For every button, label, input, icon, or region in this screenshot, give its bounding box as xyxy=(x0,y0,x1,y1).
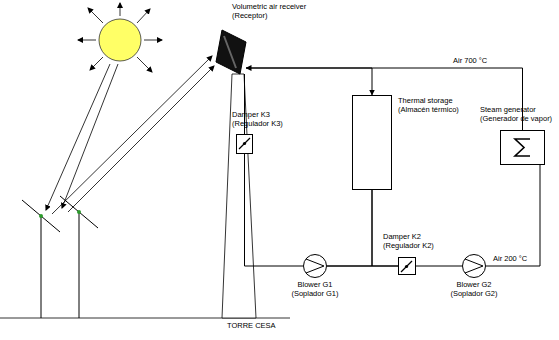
damper-symbol: Damper K3 (Regulador K3) xyxy=(236,134,253,154)
air-duct xyxy=(245,154,304,266)
tower-name: TORRE CESA xyxy=(226,322,277,331)
air-duct xyxy=(246,68,372,95)
heliostats xyxy=(22,196,98,318)
component-label: Blower G1 (Soplador G1) xyxy=(287,281,343,298)
temperature-label: Air 700 °C xyxy=(452,57,488,66)
blower-symbol: Blower G2 (Soplador G2) xyxy=(462,254,486,278)
air-duct xyxy=(372,190,398,266)
receiver-node: Volumetric air receiver (Receptor) xyxy=(216,30,246,74)
component-label: Damper K3 (Regulador K3) xyxy=(232,111,290,128)
steam-generator-box-outline xyxy=(500,130,545,165)
component-label: Volumetric air receiver (Receptor) xyxy=(232,3,322,20)
component-label: Thermal storage (Almacén térmico) xyxy=(398,97,470,114)
temperature-label: Air 200 °C xyxy=(492,255,528,264)
storage-box: Thermal storage (Almacén térmico) xyxy=(352,95,392,190)
blower-symbol-outline xyxy=(462,254,486,278)
damper-symbol-outline xyxy=(236,134,253,154)
component-label: Damper K2 (Regulador K2) xyxy=(383,233,441,250)
sun-rays xyxy=(46,56,214,214)
air-duct xyxy=(416,266,462,267)
heliostat-pivot xyxy=(39,214,43,218)
damper-symbol: Damper K2 (Regulador K2) xyxy=(398,257,416,275)
blower-symbol-outline xyxy=(303,254,327,278)
sun xyxy=(78,3,162,72)
steam-generator-box: Steam generator (Generador de vapor) xyxy=(500,130,545,165)
receiver-node-outline xyxy=(216,30,246,74)
blower-symbol: Blower G1 (Soplador G1) xyxy=(303,254,327,278)
air-duct xyxy=(327,266,398,267)
storage-box-outline xyxy=(352,95,392,190)
air-duct xyxy=(327,190,372,266)
component-label: Steam generator (Generador de vapor) xyxy=(480,106,558,123)
heliostat-pivot xyxy=(77,210,81,214)
air-duct xyxy=(486,165,540,266)
component-label: Blower G2 (Soplador G2) xyxy=(446,281,502,298)
damper-symbol-outline xyxy=(398,257,416,275)
